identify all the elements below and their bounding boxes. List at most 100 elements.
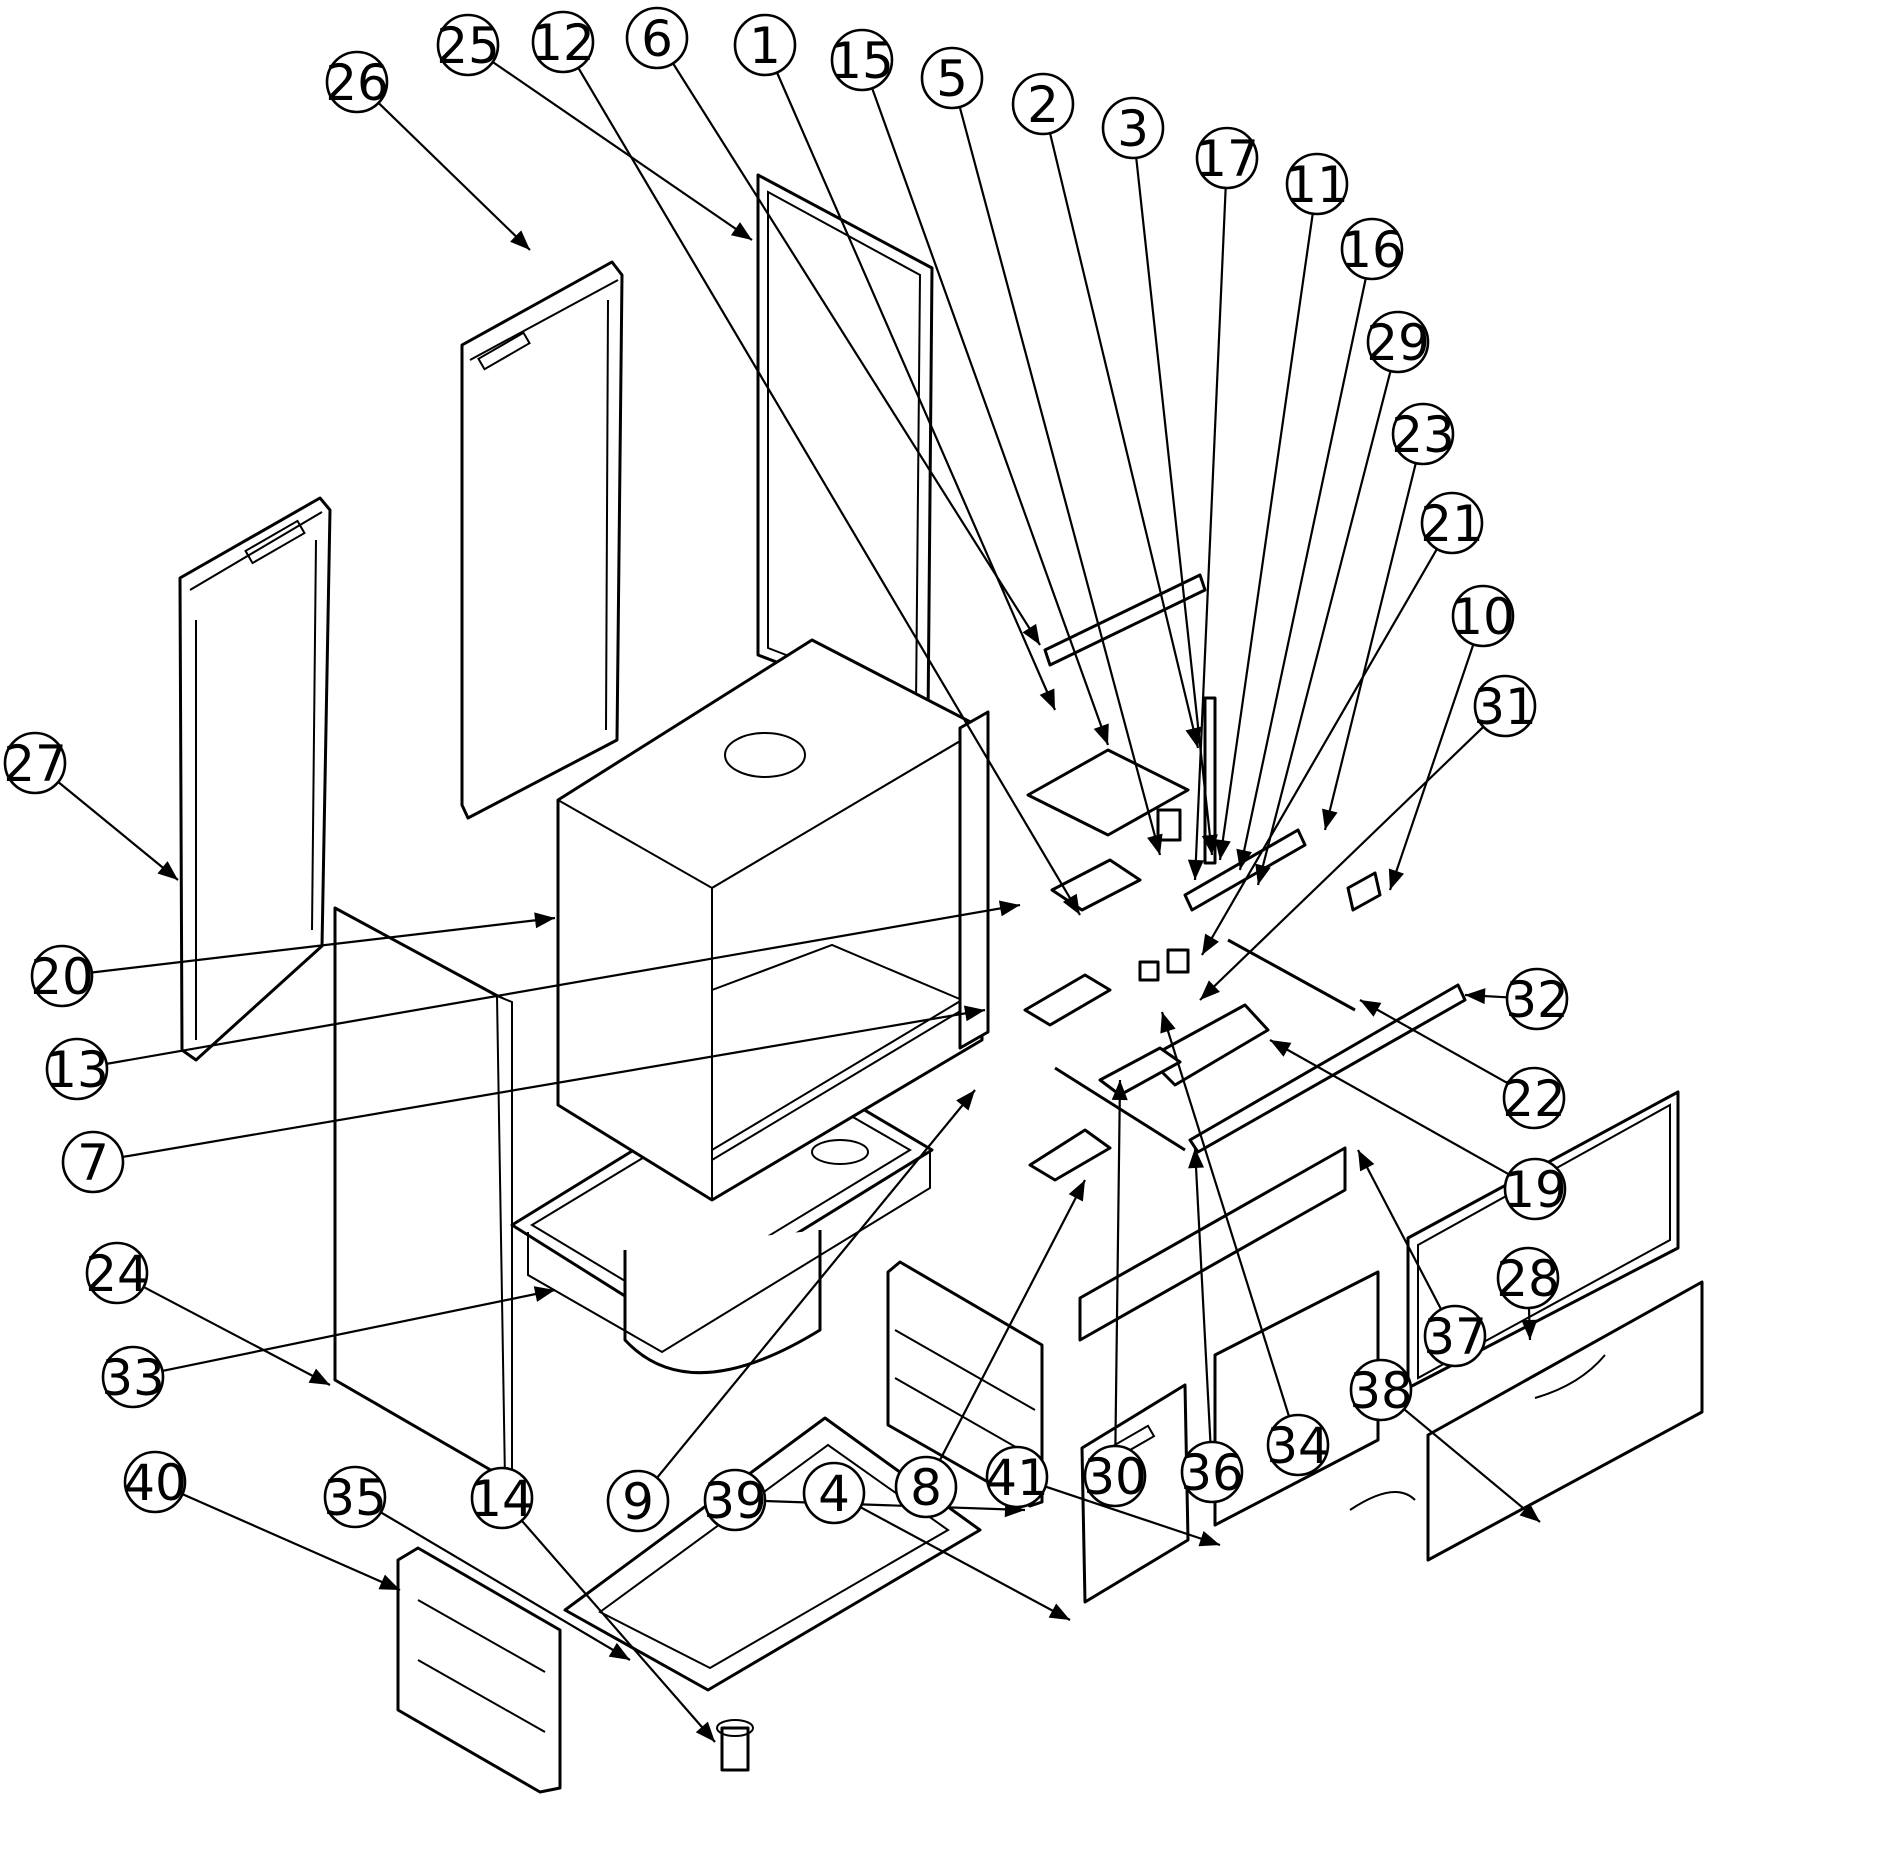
- callout-39: 39: [703, 1468, 767, 1532]
- leader-line-13: [106, 903, 1021, 1065]
- leader-arrow-16: [1236, 848, 1252, 870]
- callout-38: 38: [1349, 1358, 1413, 1422]
- callout-31: 31: [1473, 674, 1537, 738]
- callout-circle: [1505, 967, 1569, 1031]
- leader-line-23: [1323, 462, 1417, 831]
- callout-10: 10: [1451, 584, 1515, 648]
- callout-40: 40: [123, 1450, 187, 1514]
- part-20-cabinet-box: [556, 638, 990, 1202]
- leader-line-11: [1218, 213, 1314, 861]
- callout-circle: [436, 13, 500, 77]
- part-36-strip: [1078, 1146, 1347, 1342]
- leader-line-38: [1403, 1408, 1541, 1523]
- callout-22: 22: [1502, 1066, 1566, 1130]
- leader-line-9: [656, 1089, 976, 1479]
- callout-number: 21: [1420, 495, 1484, 553]
- callout-number: 13: [45, 1041, 109, 1099]
- callout-circle: [1011, 72, 1075, 136]
- leader-arrow-28: [1521, 1319, 1538, 1340]
- callout-11: 11: [1285, 152, 1349, 216]
- callout-circle: [1083, 1444, 1147, 1508]
- callout-number: 39: [703, 1472, 767, 1530]
- part-25-door-frame: [756, 173, 934, 722]
- leader-arrow-35: [608, 1642, 630, 1660]
- callout-number: 28: [1496, 1250, 1560, 1308]
- callout-circle: [1420, 491, 1484, 555]
- callout-number: 41: [985, 1449, 1049, 1507]
- callout-number: 12: [531, 14, 595, 72]
- leader-arrow-26: [510, 230, 530, 250]
- leader-line-4: [859, 1506, 1071, 1621]
- callout-15: 15: [830, 28, 894, 92]
- leader-arrow-9: [956, 1090, 975, 1111]
- callout-circle: [606, 1469, 670, 1533]
- callout-7: 7: [61, 1130, 125, 1194]
- callout-37: 37: [1423, 1304, 1487, 1368]
- leader-arrow-6: [1022, 623, 1040, 645]
- leader-line-3: [1135, 157, 1214, 856]
- callout-circle: [1496, 1246, 1560, 1310]
- callout-6: 6: [625, 6, 689, 70]
- leader-arrow-20: [534, 912, 555, 929]
- callout-circle: [325, 50, 389, 114]
- leader-arrow-11: [1214, 839, 1231, 860]
- leader-arrow-15: [1093, 723, 1109, 745]
- leader-arrow-21: [1202, 933, 1219, 955]
- callout-number: 27: [3, 735, 67, 793]
- callout-28: 28: [1496, 1246, 1560, 1310]
- callout-circle: [1349, 1358, 1413, 1422]
- callout-number: 32: [1505, 971, 1569, 1029]
- part-39-leg-frame: [886, 1260, 1044, 1508]
- leader-line-10: [1388, 644, 1475, 891]
- callout-8: 8: [894, 1455, 958, 1519]
- leader-line-35: [380, 1511, 631, 1661]
- callout-number: 24: [85, 1245, 149, 1303]
- callout-number: 11: [1285, 156, 1349, 214]
- callout-21: 21: [1420, 491, 1484, 555]
- leader-line-22: [1359, 999, 1509, 1085]
- leader-line-25: [492, 61, 753, 241]
- callout-33: 33: [101, 1345, 165, 1409]
- leader-arrow-12: [1062, 893, 1080, 915]
- callout-26: 26: [325, 50, 389, 114]
- callout-number: 16: [1340, 221, 1404, 279]
- callout-circle: [1180, 1440, 1244, 1504]
- callout-number: 4: [818, 1465, 850, 1523]
- callout-number: 25: [436, 17, 500, 75]
- leader-line-27: [57, 781, 179, 881]
- leader-arrow-24: [308, 1368, 330, 1385]
- callout-number: 35: [323, 1469, 387, 1527]
- leader-line-8: [938, 1179, 1086, 1461]
- callout-circle: [123, 1450, 187, 1514]
- leader-lines: [57, 61, 1541, 1743]
- callout-2: 2: [1011, 72, 1075, 136]
- callout-circle: [1101, 96, 1165, 160]
- callout-number: 34: [1266, 1417, 1330, 1475]
- leader-line-7: [122, 1008, 986, 1159]
- leader-line-37: [1357, 1149, 1443, 1310]
- callout-1: 1: [733, 13, 797, 77]
- callout-circle: [1391, 402, 1455, 466]
- leader-line-29: [1256, 370, 1392, 886]
- leader-arrow-3: [1201, 834, 1218, 855]
- leader-line-31: [1199, 726, 1485, 1001]
- callout-number: 22: [1502, 1070, 1566, 1128]
- callout-circle: [1195, 126, 1259, 190]
- leader-arrow-5: [1147, 833, 1163, 855]
- leader-arrow-32: [1465, 988, 1486, 1005]
- leader-arrow-4: [1048, 1603, 1070, 1620]
- callout-circle: [1423, 1304, 1487, 1368]
- callout-4: 4: [802, 1461, 866, 1525]
- callout-34: 34: [1266, 1413, 1330, 1477]
- callout-32: 32: [1505, 967, 1569, 1031]
- callout-circle: [1503, 1157, 1567, 1221]
- callout-number: 19: [1503, 1161, 1567, 1219]
- callout-circle: [894, 1455, 958, 1519]
- callout-circle: [1502, 1066, 1566, 1130]
- leader-line-19: [1269, 1039, 1510, 1176]
- callout-circle: [85, 1241, 149, 1305]
- leader-line-12: [577, 67, 1081, 916]
- callout-number: 37: [1423, 1308, 1487, 1366]
- leader-line-21: [1201, 548, 1438, 956]
- callout-circle: [802, 1461, 866, 1525]
